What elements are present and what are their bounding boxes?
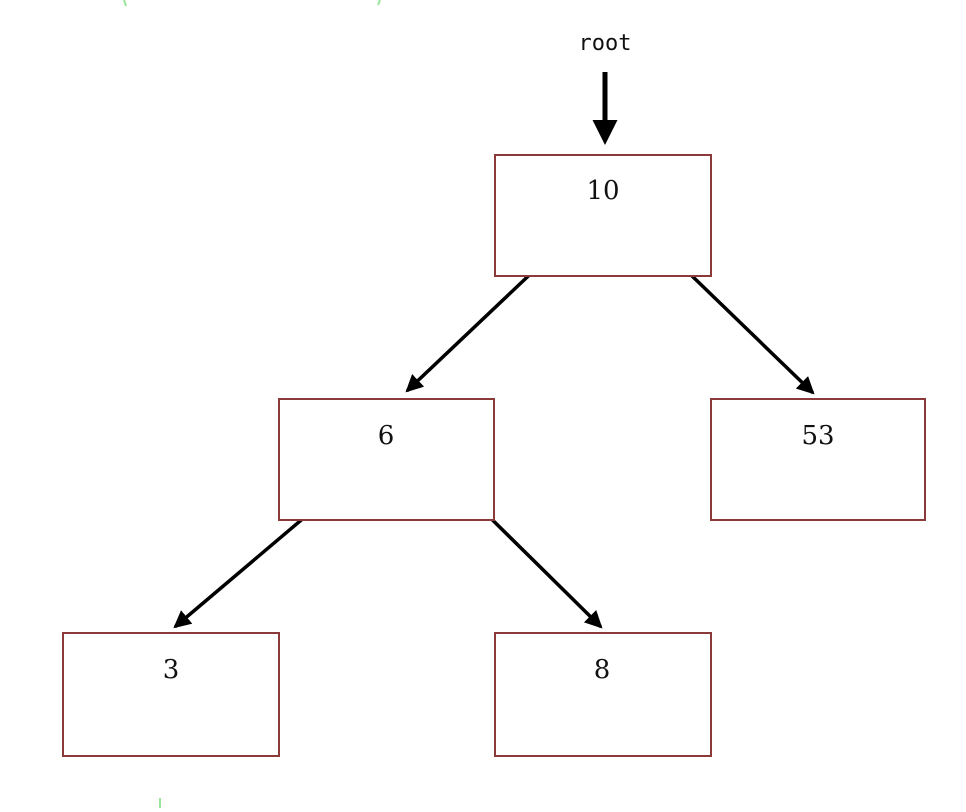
tree-node-53: 53	[710, 398, 926, 521]
node-box	[494, 632, 712, 757]
node-box	[494, 154, 712, 277]
node-box	[710, 398, 926, 521]
node-value: 6	[378, 421, 395, 451]
scan-speck	[377, 0, 381, 6]
node-box	[62, 632, 280, 757]
tree-node-3: 3	[62, 632, 280, 757]
tree-node-6: 6	[278, 398, 495, 521]
tree-node-10: 10	[494, 154, 712, 277]
node-value: 53	[801, 421, 834, 451]
node-value: 10	[586, 176, 619, 206]
root-pointer-label: root	[579, 31, 632, 56]
tree-node-8: 8	[494, 632, 712, 757]
node-box	[278, 398, 495, 521]
scan-speck	[123, 0, 127, 7]
node-value: 3	[163, 655, 180, 685]
node-value: 8	[594, 655, 611, 685]
